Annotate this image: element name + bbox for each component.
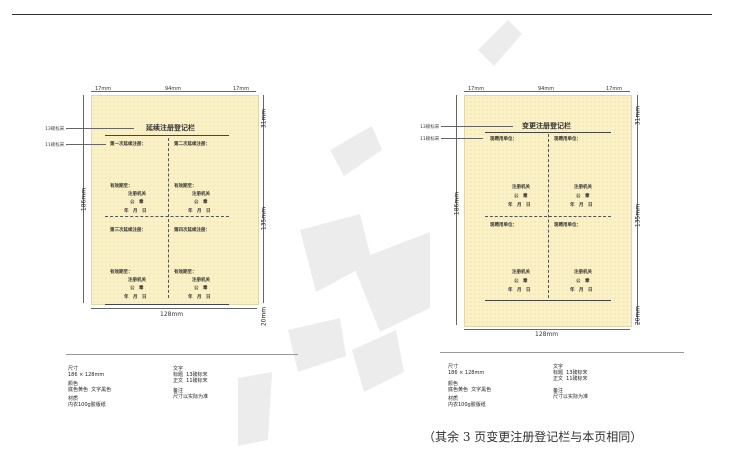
cell-heading: 现聘用单位： [490, 137, 517, 142]
spec-text: 文字 标题 13磅标宋 正文 11磅标宋 [553, 364, 588, 382]
cell-seal: 公 章 [514, 194, 528, 199]
cell-seal: 公 章 [576, 194, 590, 199]
spec-material: 材质 内衣100g胶版纸 [68, 396, 106, 408]
cell-seal: 公 章 [194, 286, 208, 291]
spec-material: 材质 内衣100g胶版纸 [448, 396, 486, 408]
cell-seal: 公 章 [130, 286, 144, 291]
cell-date: 年 月 日 [124, 209, 147, 214]
callout-body-font: 11磅标宋 [45, 143, 65, 148]
cell-heading: 第四次延续注册： [174, 228, 210, 233]
spec-color: 颜色 底色黄色 文字黑色 [448, 381, 492, 393]
cell-date: 年 月 日 [570, 203, 593, 208]
spec-color: 颜色 底色黄色 文字黑色 [68, 381, 112, 393]
cell-valid-until: 有效期至： [174, 270, 197, 275]
callout-body-font: 11磅标宋 [420, 137, 440, 142]
cell-valid-until: 有效期至： [174, 184, 197, 189]
cell-seal: 公 章 [194, 200, 208, 205]
cell-valid-until: 有效期至： [110, 270, 133, 275]
cell-valid-until: 有效期至： [110, 184, 133, 189]
dim-left-margin: 17mm [468, 86, 485, 92]
spec-text: 文字 标题 13磅标宋 正文 11磅标宋 [173, 366, 208, 384]
cell-date: 年 月 日 [188, 295, 211, 300]
card-title: 变更注册登记栏 [522, 122, 571, 130]
dim-content-width: 94mm [165, 86, 182, 92]
cell-org: 注册机关 [574, 270, 592, 275]
cell-date: 年 月 日 [570, 288, 593, 293]
cell-date: 年 月 日 [508, 203, 531, 208]
cell-heading: 现聘用单位： [554, 137, 581, 142]
cell-heading: 第一次延续注册： [110, 142, 146, 147]
spec-size: 尺寸 186 × 128mm [68, 366, 105, 378]
dim-content-width: 94mm [538, 86, 555, 92]
dim-top-height: 31mm [260, 108, 268, 129]
cell-org: 注册机关 [192, 192, 210, 197]
dim-right-margin: 17mm [233, 86, 250, 92]
cell-org: 注册机关 [128, 192, 146, 197]
dim-total-height: 186mm [80, 187, 88, 212]
cell-date: 年 月 日 [508, 288, 531, 293]
top-rule [12, 14, 712, 15]
cell-heading: 现聘用单位： [490, 223, 517, 228]
callout-title-font: 13磅标宋 [45, 127, 65, 132]
dim-mid-height: 135mm [260, 206, 268, 231]
footnote: （其余 3 页变更注册登记栏与本页相同） [423, 430, 643, 444]
cell-org: 注册机关 [512, 270, 530, 275]
card-title: 延续注册登记栏 [146, 124, 195, 132]
dim-bottom-width: 128mm [160, 311, 184, 318]
dim-bottom-width: 128mm [535, 331, 559, 338]
callout-title-font: 13磅标宋 [420, 125, 440, 130]
spec-size: 尺寸 186 × 128mm [448, 364, 485, 376]
cell-heading: 现聘用单位： [554, 223, 581, 228]
dim-total-height: 186mm [453, 191, 461, 216]
dim-bottom-height: 20mm [634, 305, 642, 326]
dim-left-margin: 17mm [95, 86, 112, 92]
cell-date: 年 月 日 [188, 209, 211, 214]
dim-right-margin: 17mm [606, 86, 623, 92]
cell-heading: 第三次延续注册： [110, 228, 146, 233]
cell-org: 注册机关 [512, 185, 530, 190]
spec-remark: 备注 尺寸以实际为准 [173, 388, 209, 400]
dim-bottom-height: 20mm [260, 306, 268, 327]
cell-org: 注册机关 [192, 278, 210, 283]
spec-remark: 备注 尺寸以实际为准 [553, 388, 589, 400]
dim-top-height: 31mm [634, 105, 642, 126]
cell-seal: 公 章 [514, 279, 528, 284]
cell-date: 年 月 日 [124, 295, 147, 300]
cell-seal: 公 章 [576, 279, 590, 284]
cell-org: 注册机关 [574, 185, 592, 190]
left-card-paper [91, 95, 259, 305]
cell-org: 注册机关 [128, 278, 146, 283]
cell-heading: 第二次延续注册： [174, 142, 210, 147]
cell-seal: 公 章 [130, 200, 144, 205]
dim-mid-height: 135mm [634, 203, 642, 228]
